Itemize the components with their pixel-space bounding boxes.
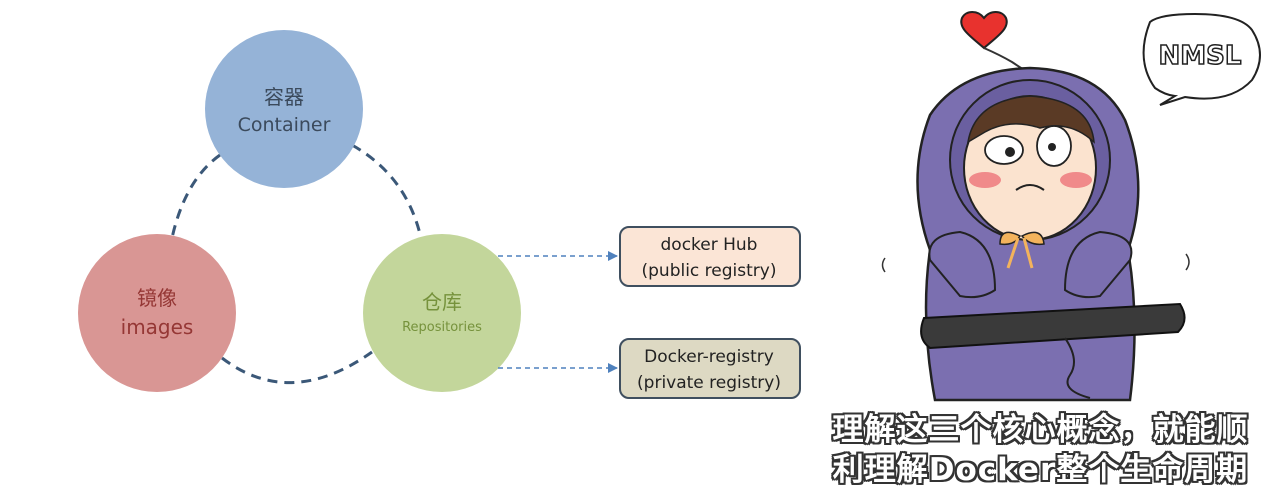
images-circle (78, 234, 236, 392)
private-registry-line1: Docker-registry (644, 347, 774, 367)
character-hood (881, 66, 1190, 402)
container-node: 容器 Container (205, 30, 363, 188)
private-registry-line2: (private registry) (637, 373, 781, 393)
private-registry-rect (619, 338, 801, 399)
private-registry-box: Docker-registry (private registry) (619, 338, 801, 399)
container-label-zh: 容器 (264, 85, 304, 109)
meme-caption-line2: 利理解Docker整个生命周期 (832, 452, 1249, 488)
public-registry-line1: docker Hub (661, 235, 758, 255)
arc-container-to-repositories (351, 143, 422, 235)
images-label-en: images (121, 315, 194, 339)
registry-arrows (498, 251, 618, 373)
public-registry-rect (619, 226, 801, 287)
arc-images-to-repositories (221, 350, 373, 384)
repositories-label-en: Repositories (402, 320, 482, 335)
container-label-en: Container (238, 114, 331, 136)
public-registry-box: docker Hub (public registry) (619, 226, 801, 287)
images-label-zh: 镜像 (137, 286, 177, 310)
speech-bubble: NMSL (1142, 12, 1261, 106)
repositories-node: 仓库 Repositories (363, 234, 521, 392)
arc-container-to-images (170, 153, 221, 239)
meme-illustration: NMSL (881, 11, 1261, 402)
speech-bubble-text: NMSL (1159, 41, 1242, 71)
public-registry-line2: (public registry) (642, 261, 777, 281)
repositories-circle (363, 234, 521, 392)
heart-icon (960, 11, 1029, 73)
container-circle (205, 30, 363, 188)
repositories-label-zh: 仓库 (422, 290, 462, 314)
images-node: 镜像 images (78, 234, 236, 392)
meme-caption: 理解这三个核心概念，就能顺 利理解Docker整个生命周期 (808, 410, 1273, 490)
dashed-connectors (170, 143, 422, 384)
meme-caption-line1: 理解这三个核心概念，就能顺 (832, 412, 1249, 448)
